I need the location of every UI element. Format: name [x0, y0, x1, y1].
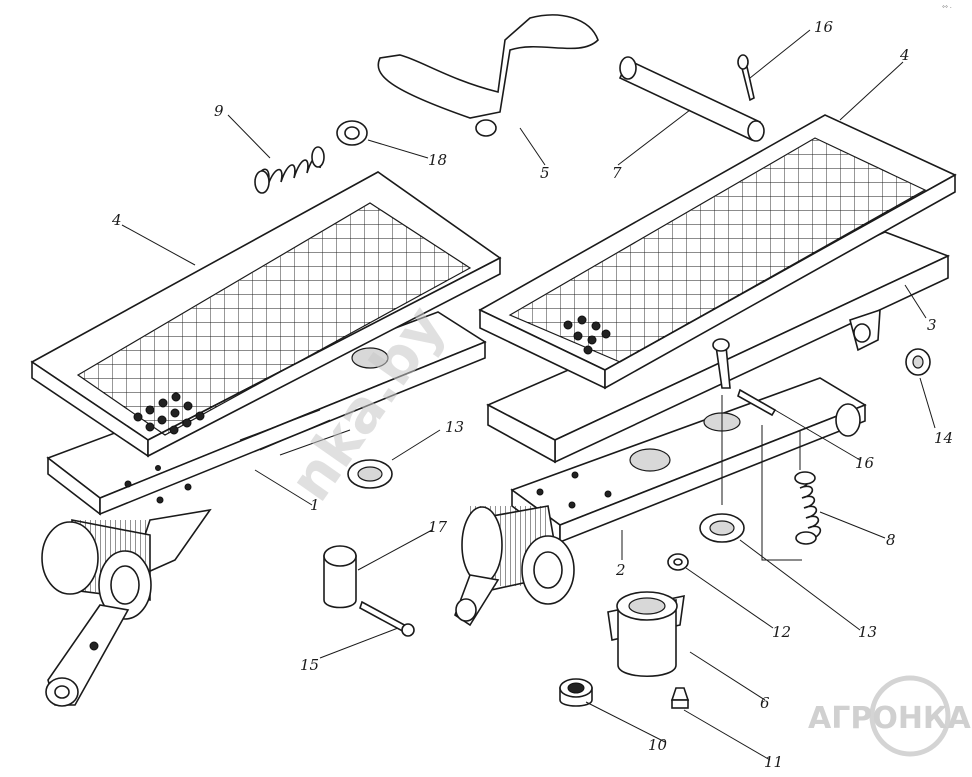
callout-14: 14: [934, 429, 953, 447]
callout-5: 5: [540, 164, 550, 182]
cotter-pin-16-top: [737, 54, 755, 102]
cotter-pin-16-right: [737, 388, 777, 417]
bushing-17: [323, 545, 357, 609]
cotter-pin-15: [359, 600, 415, 637]
callout-16-right: 16: [855, 454, 875, 472]
callout-9: 9: [214, 102, 224, 120]
lever-right: [454, 505, 575, 627]
washer-13-right: [699, 513, 745, 543]
bracket-5: [377, 14, 599, 137]
callout-17: 17: [428, 518, 448, 536]
agronka-logo: АГРОНКА: [808, 675, 971, 757]
washer-18: [336, 120, 368, 146]
callout-12: 12: [772, 623, 791, 641]
callout-13-right: 13: [858, 623, 877, 641]
callout-labels: 1 2 3 4 4 5 6 7 8 9 10 11 12 13 13 14 15…: [111, 18, 953, 771]
pin-7: [618, 56, 765, 142]
spring-8: [794, 471, 822, 545]
flanged-bushing-6: [607, 591, 685, 678]
washer-12: [667, 553, 689, 571]
callout-7: 7: [612, 164, 622, 182]
callout-18: 18: [428, 151, 447, 169]
callout-15: 15: [300, 656, 319, 674]
logo-text: АГРОНКА: [808, 701, 971, 736]
callout-4-right: 4: [899, 46, 910, 64]
spring-9: [254, 146, 325, 194]
callout-1: 1: [310, 496, 320, 514]
callout-16-top: 16: [814, 18, 834, 36]
corner-mark: °° ·: [942, 5, 952, 12]
pedal-pad-right: [478, 114, 957, 390]
callout-4-left: 4: [111, 211, 122, 229]
dimple-holes-right: [563, 315, 611, 355]
callout-2: 2: [615, 561, 626, 579]
bolt-upright: [712, 338, 731, 389]
plate-3: [486, 231, 951, 464]
dimple-holes-left: [133, 392, 205, 435]
callout-3: 3: [927, 316, 937, 334]
pedal-pad-left: [30, 171, 502, 458]
bushing-10: [559, 678, 593, 707]
callout-8: 8: [886, 531, 896, 549]
callout-13-left: 13: [445, 418, 464, 436]
grease-fitting-11: [670, 687, 690, 709]
nut-14: [905, 348, 931, 376]
callout-11: 11: [764, 753, 783, 771]
callout-10: 10: [648, 736, 668, 754]
assembly-lines: [721, 395, 802, 561]
leader-lines: [121, 29, 936, 761]
lever-left: [41, 508, 212, 707]
washer-13-left: [347, 459, 393, 489]
callout-6: 6: [760, 694, 770, 712]
